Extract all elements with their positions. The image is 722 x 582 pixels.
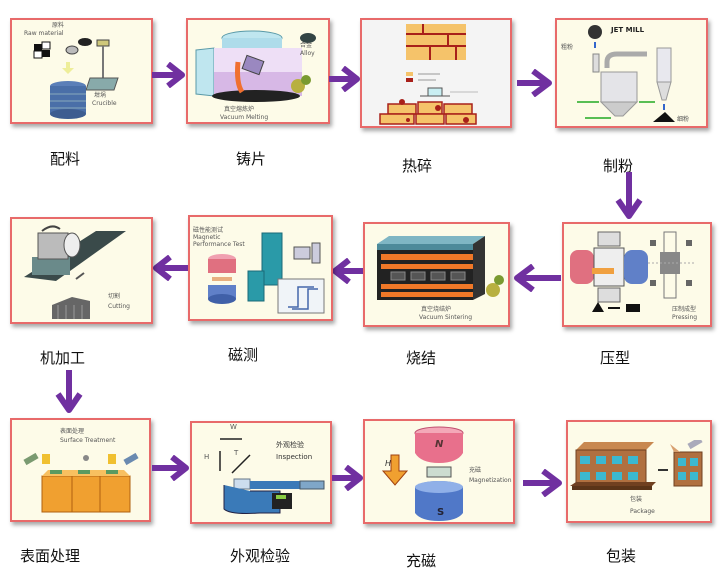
jet-mill-icon (577, 25, 675, 122)
arrow-left-icon (153, 255, 188, 281)
step-box-surface-treatment: 表面处理 Surface Treatment (10, 418, 151, 522)
label-en: Inspection (276, 453, 313, 461)
label-en: Raw material (24, 30, 64, 37)
arrow-left-icon (514, 264, 561, 292)
label-en: Magnetic (193, 234, 221, 241)
label-cn: 真空熔炼炉 (224, 106, 255, 113)
package-pallet-icon (570, 440, 703, 490)
step-box-magnetization: N S H 充磁 Magnetization (363, 419, 515, 524)
label-cn: 磁性能测试 (193, 227, 224, 234)
pole-s-label: S (437, 507, 445, 518)
step-box-inspection: W H T 外观检验 Inspection (190, 421, 332, 524)
label-cn: 合金 (300, 42, 313, 49)
surface-treatment-tanks-icon (23, 452, 139, 513)
label-cn: 粗粉 (561, 44, 574, 51)
step-box-pressing: 压制成型 Pressing (562, 222, 712, 327)
label-en: Surface Treatment (60, 437, 116, 444)
step-caption: 铸片 (236, 150, 267, 168)
label-en: Cutting (108, 303, 130, 310)
label-en: Alloy (300, 50, 315, 57)
step-box-jet-mill: JET MILL 粗粉 细粉 (555, 18, 708, 128)
label-cn: 细粉 (677, 116, 690, 123)
arrow-left-icon (332, 258, 363, 284)
label-dim: W (230, 423, 237, 431)
step-box-raw-material: 原料 Raw material 坩埚 Crucible (10, 18, 153, 124)
label-cn: 表面处理 (60, 428, 85, 435)
label-cn: 真空烧结炉 (421, 306, 452, 313)
crushing-blocks-icon (379, 24, 478, 125)
arrow-right-icon (517, 69, 552, 97)
magnetizer-icon (381, 426, 464, 521)
label-dim: H (204, 453, 210, 461)
arrow-right-icon (523, 469, 562, 497)
label-cn: 包装 (630, 496, 643, 503)
label-cn: 坩埚 (94, 92, 107, 99)
label-en: Vacuum Sintering (419, 314, 473, 321)
cutting-machine-icon (24, 225, 126, 319)
magnetic-tester-icon (208, 232, 325, 314)
label-cn: 压制成型 (672, 306, 697, 313)
label-en: Package (630, 508, 655, 515)
step-caption: 制粉 (603, 157, 634, 175)
field-h-label: H (385, 459, 392, 468)
step-box-vacuum-sintering: 真空烧结炉 Vacuum Sintering (363, 222, 510, 327)
arrow-down-icon (615, 172, 643, 219)
raw-material-icon (33, 38, 119, 119)
press-icon (570, 231, 696, 312)
arrow-right-icon (152, 455, 189, 481)
label-en: Pressing (672, 314, 698, 321)
label-cn: 充磁 (469, 467, 482, 474)
label-en: Performance Test (193, 241, 245, 248)
pole-n-label: N (435, 439, 444, 450)
label-cn: 切割 (108, 293, 121, 300)
step-caption: 压型 (600, 349, 631, 367)
step-caption: 表面处理 (20, 547, 81, 565)
label-cn: 外观检验 (276, 441, 304, 449)
step-caption: 配料 (50, 150, 81, 168)
step-box-hydrogen-decrepitation (360, 18, 512, 128)
arrow-down-icon (55, 370, 83, 413)
step-box-magnetic-test: 磁性能测试 Magnetic Performance Test (188, 215, 333, 321)
step-caption: 包装 (606, 547, 637, 565)
step-caption: 热碎 (402, 157, 433, 175)
step-box-package: 包装 Package (566, 420, 712, 523)
vacuum-furnace-icon (195, 30, 316, 102)
step-caption: 机加工 (40, 349, 86, 367)
step-caption: 外观检验 (230, 547, 291, 565)
step-caption: 磁测 (228, 346, 259, 364)
step-box-cutting: 切割 Cutting (10, 217, 153, 324)
label-en: Magnetization (469, 477, 512, 484)
arrow-right-icon (152, 62, 185, 88)
label-en: Vacuum Melting (220, 114, 269, 121)
label-en: JET MILL (611, 26, 645, 34)
arrow-right-icon (332, 465, 363, 491)
label-cn: 原料 (52, 22, 65, 29)
step-caption: 烧结 (406, 349, 437, 367)
sintering-furnace-icon (377, 236, 504, 300)
step-box-vacuum-melting: 合金 Alloy 真空熔炼炉 Vacuum Melting (186, 18, 330, 124)
label-dim: T (234, 449, 239, 457)
label-en: Crucible (92, 100, 117, 107)
micrometer-icon (219, 438, 325, 514)
arrow-right-icon (329, 66, 360, 92)
step-caption: 充磁 (406, 552, 437, 570)
